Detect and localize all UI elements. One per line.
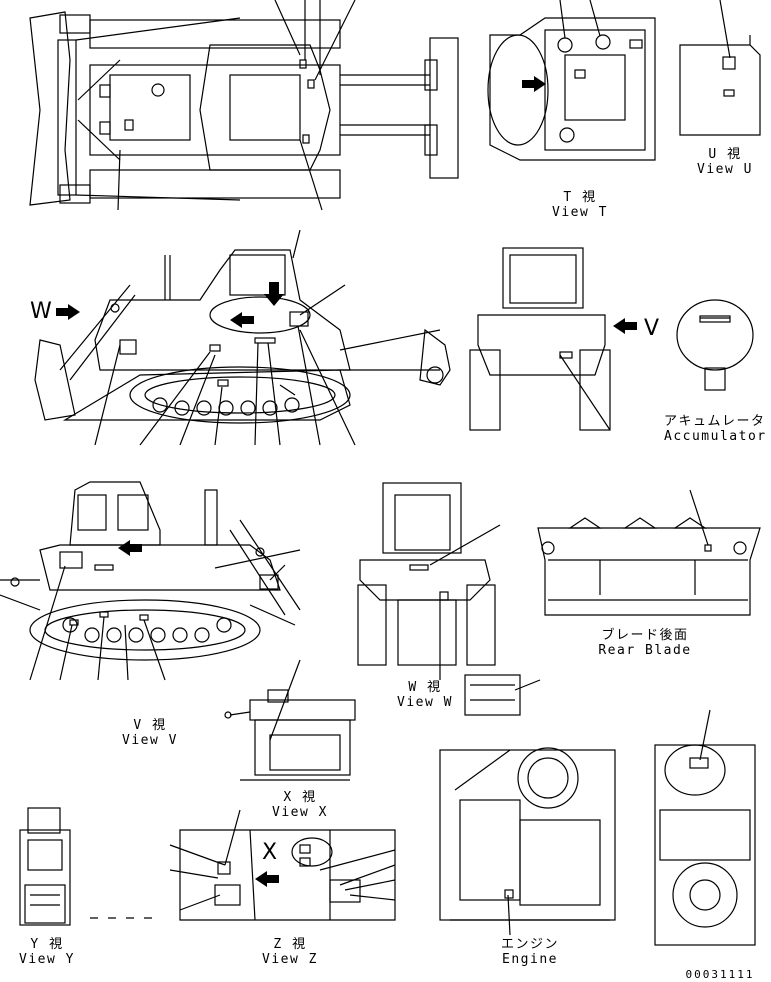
arrow-left-icon [230,312,254,328]
dozer-side-view-main [34,229,451,446]
marker-x: X [262,840,278,865]
engine-jp: エンジン [500,937,559,952]
view-z-drawing [169,809,396,921]
engine-en: Engine [502,952,558,967]
view-w-drawing [357,482,501,680]
view-w-label: W 視 View W [390,680,460,710]
accumulator-label: アキュムレータ Accumulator [664,414,767,444]
accumulator-drawing [676,299,754,391]
rear-blade-label: ブレード後面 Rear Blade [595,628,695,658]
rear-blade-drawing [537,489,761,616]
view-y-jp: Y 視 [30,937,64,952]
rear-blade-jp: ブレード後面 [601,628,689,643]
view-u-label: U 視 View U [690,147,760,177]
dozer-side-view-rear [0,481,301,681]
marker-w: W [30,299,52,324]
arrow-down-icon [264,282,284,306]
dozer-front-view [469,247,611,431]
drawing-number: 00031111 [685,968,755,981]
view-x-label: X 視 View X [265,790,335,820]
view-t-jp: T 視 [563,190,597,205]
view-t-label: T 視 View T [545,190,615,220]
connector-detail [464,674,541,716]
arrow-right-icon [56,304,80,320]
view-x-jp: X 視 [283,790,317,805]
engine-front-drawing [654,709,756,946]
view-z-label: Z 視 View Z [255,937,325,967]
view-y-label: Y 視 View Y [12,937,82,967]
arrow-right-icon [522,76,546,92]
view-u-en: View U [697,162,753,177]
view-v-en: View V [122,733,178,748]
dozer-top-view [29,0,459,211]
arrow-left-icon [255,871,279,887]
view-y-en: View Y [19,952,75,967]
view-x-en: View X [272,805,328,820]
view-v-label: V 視 View V [115,718,185,748]
view-u-drawing [679,0,761,136]
view-t-drawing [487,0,656,161]
accumulator-en: Accumulator [664,429,767,444]
rear-blade-en: Rear Blade [598,643,692,658]
view-z-en: View Z [262,952,318,967]
marker-v: V [644,316,660,341]
view-y-drawing [19,807,71,926]
view-u-jp: U 視 [708,147,742,162]
view-z-jp: Z 視 [273,937,307,952]
view-t-en: View T [552,205,608,220]
view-w-en: View W [397,695,453,710]
arrow-left-icon [118,540,142,556]
arrow-left-icon [613,318,637,334]
accumulator-jp: アキュムレータ [664,414,766,429]
engine-side-drawing [439,747,616,936]
view-w-jp: W 視 [408,680,442,695]
view-x-drawing [224,659,356,781]
engine-label: エンジン Engine [495,937,565,967]
view-v-jp: V 視 [133,718,167,733]
